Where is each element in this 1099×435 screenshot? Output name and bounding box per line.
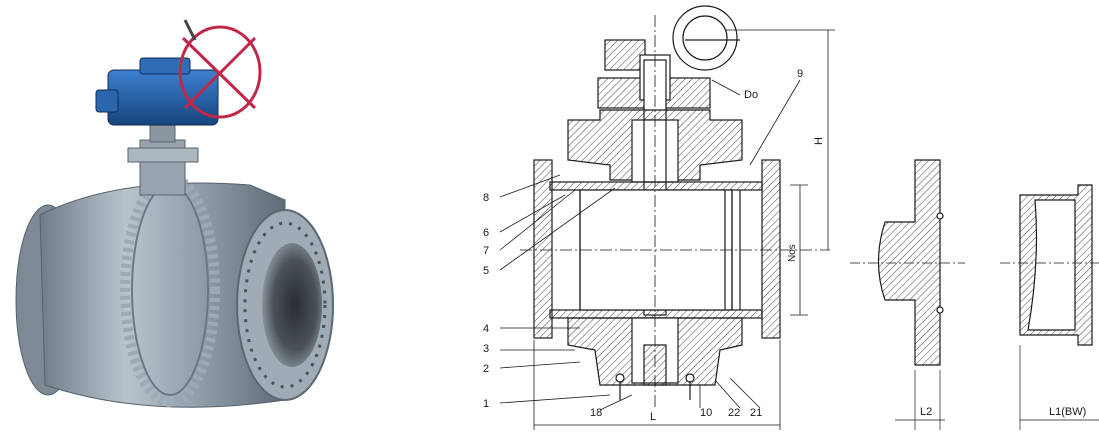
part-leader-lines <box>499 79 801 411</box>
label-l: L <box>650 411 656 423</box>
flanged-end-detail <box>850 159 965 430</box>
part-label-6: 6 <box>483 227 489 239</box>
buttweld-end-detail <box>1000 184 1099 430</box>
flange-bolt-circle <box>243 221 327 389</box>
label-h: H <box>813 137 825 145</box>
section-drawing <box>499 5 835 430</box>
part-label-4: 4 <box>483 323 489 335</box>
part-label-5: 5 <box>483 265 489 277</box>
label-nos: Nos <box>787 244 798 262</box>
part-label-22: 22 <box>728 407 740 419</box>
part-label-2: 2 <box>483 363 489 375</box>
part-number-labels: 8 6 7 5 4 3 2 1 18 10 22 21 9 Do H Nos L <box>483 68 825 423</box>
part-label-9: 9 <box>797 68 803 80</box>
part-label-18: 18 <box>590 407 602 419</box>
part-label-21: 21 <box>750 407 762 419</box>
valve-photo <box>15 19 334 408</box>
valve-bore <box>262 243 322 367</box>
label-l2: L2 <box>920 406 932 418</box>
handwheel <box>178 19 262 119</box>
part-label-7: 7 <box>483 245 489 257</box>
drawing-left-flange <box>533 159 553 339</box>
drawing-right-flange <box>761 159 781 339</box>
gear-actuator <box>95 57 219 126</box>
label-do: Do <box>744 89 758 101</box>
part-label-10: 10 <box>700 407 712 419</box>
part-label-8: 8 <box>483 192 489 204</box>
drawing-handwheel <box>672 5 738 71</box>
part-label-3: 3 <box>483 343 489 355</box>
part-label-1: 1 <box>483 398 489 410</box>
label-l1bw: L1(BW) <box>1049 406 1086 418</box>
